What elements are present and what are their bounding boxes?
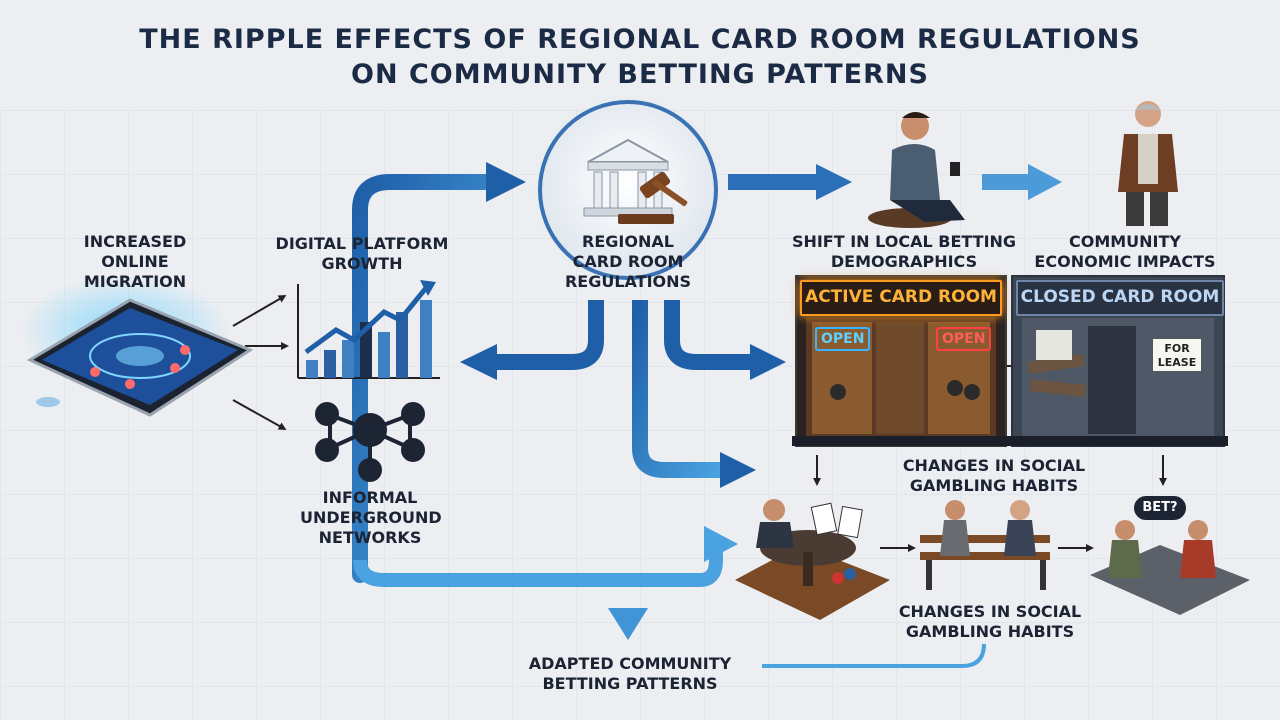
active-card-room-sign: Active Card Room (800, 280, 1002, 316)
page-title: The Ripple Effects of Regional Card Room… (0, 22, 1280, 92)
title-line-1: The Ripple Effects of Regional Card Room… (139, 24, 1141, 55)
arrowhead-social (720, 452, 756, 488)
arrowhead-active (750, 344, 786, 380)
label-adapted-patterns: Adapted Community Betting Patterns (528, 654, 732, 693)
flow-arrows (352, 162, 1062, 668)
label-social-habits-bottom: Changes in Social Gambling Habits (898, 602, 1082, 641)
bet-speech-bubble: BET? (1134, 496, 1186, 520)
label-demographics: Shift in Local Betting Demographics (791, 232, 1017, 271)
arrowhead-digital (460, 344, 497, 380)
arrow-center-to-digital (495, 300, 604, 370)
label-underground-networks: Informal Underground Networks (300, 488, 442, 547)
network-nodes-icon (315, 402, 425, 482)
for-lease-sign: FOR LEASE (1152, 338, 1202, 372)
arrowhead-economic (1028, 164, 1062, 200)
label-center-regulations: Regional Card Room Regulations (564, 232, 692, 291)
closed-card-room-sign: Closed Card Room (1016, 280, 1224, 316)
older-man-icon (1118, 101, 1178, 226)
connector-social-to-adapted (762, 643, 986, 668)
open-sign-left: OPEN (815, 327, 871, 351)
arrow-underground-to-table (353, 546, 723, 587)
arrowhead-demographics (816, 164, 852, 200)
label-social-habits-top: Changes in Social Gambling Habits (902, 456, 1086, 495)
tablet-icon (20, 275, 254, 417)
label-digital-platform: Digital Platform Growth (275, 234, 449, 273)
open-sign-right: OPEN (936, 327, 992, 351)
title-line-2: on Community Betting Patterns (351, 59, 929, 90)
arrow-underground-to-center (352, 174, 496, 583)
arrow-center-to-social (632, 300, 722, 478)
sidewalk-players-icon (1090, 520, 1250, 615)
courthouse-gavel-icon (532, 94, 724, 286)
arrowhead-to-center (486, 162, 526, 202)
growth-chart-icon (297, 280, 440, 379)
small-arrows (232, 294, 1167, 552)
label-online-migration: Increased Online Migration (83, 232, 187, 291)
label-economic-impacts: Community Economic Impacts (1034, 232, 1216, 271)
park-bench-icon (920, 500, 1050, 590)
arrowhead-adapted (608, 608, 648, 640)
card-table-icon (735, 499, 890, 620)
arrow-center-to-active (664, 300, 752, 370)
person-phone-icon (868, 112, 965, 228)
arrowhead-table (704, 526, 738, 562)
